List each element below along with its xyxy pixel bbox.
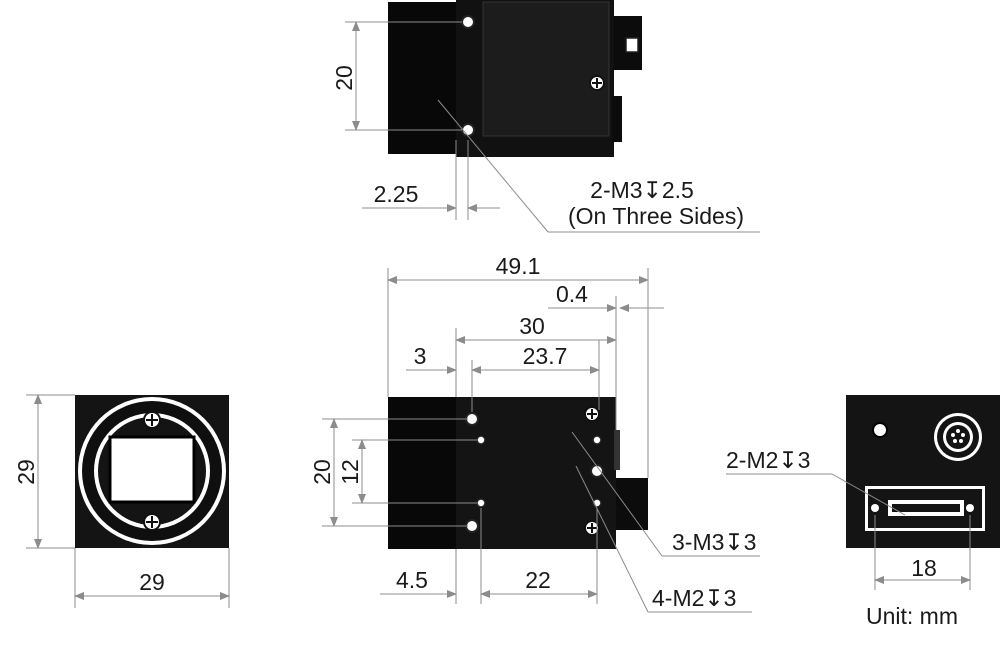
side-view-hole-right-1 [592,435,602,445]
rear-view-led-hole [872,422,888,438]
rear-view-screw-hole-left [871,504,879,512]
side-view-dim-length-total: 49.1 [496,253,541,279]
top-view-hole-note-line2: (On Three Sides) [568,203,744,229]
side-view-dim-3: 3 [414,343,427,369]
side-view-dim-22: 22 [525,567,551,593]
top-view-connector-slot [625,37,639,53]
front-view: 29 29 [13,394,230,608]
front-view-dim-width: 29 [139,569,165,595]
top-view-hole-note-line1: 2-M3↧2.5 [590,177,694,203]
side-view-dim-connector-offset: 0.4 [556,281,588,307]
rear-view: 2-M2↧3 18 [726,395,1000,590]
side-view-note-m2: 4-M2↧3 [652,585,736,611]
side-view-rear-tab [614,430,620,470]
side-view-dim-30: 30 [519,313,545,339]
side-view-dim-height-20: 20 [309,459,335,485]
top-view-hole-lower [461,123,475,137]
top-view-lens-section [388,2,458,154]
top-view-dim-offset: 2.25 [374,181,419,207]
rear-view-note-m2: 2-M2↧3 [726,447,810,473]
side-view-dim-4-5: 4.5 [396,567,428,593]
top-view-dim-height: 20 [331,65,357,91]
side-view-hole-m2-upper [476,435,486,445]
side-view-lens-section [388,397,458,549]
side-view-connector [616,478,648,530]
side-view: 49.1 0.4 30 3 23.7 20 12 4.5 22 [309,253,760,613]
side-view-dim-23-7: 23.7 [523,343,568,369]
top-view: 20 2.25 2-M3↧2.5 (On Three Sides) [331,0,760,233]
rear-view-dim-18: 18 [911,555,937,581]
rear-view-screw-hole-right [966,504,974,512]
side-view-dim-height-12: 12 [337,459,363,485]
top-view-rear-tab [612,96,622,142]
unit-label: Unit: mm [866,603,958,629]
side-view-hole-right-2 [590,464,604,478]
top-view-body-plate [482,1,610,137]
front-view-sensor-window [108,435,196,504]
top-view-hole-upper [461,15,475,29]
side-view-hole-m2-lower [476,498,486,508]
side-view-note-m3: 3-M3↧3 [672,529,756,555]
front-view-dim-height: 29 [13,459,39,485]
